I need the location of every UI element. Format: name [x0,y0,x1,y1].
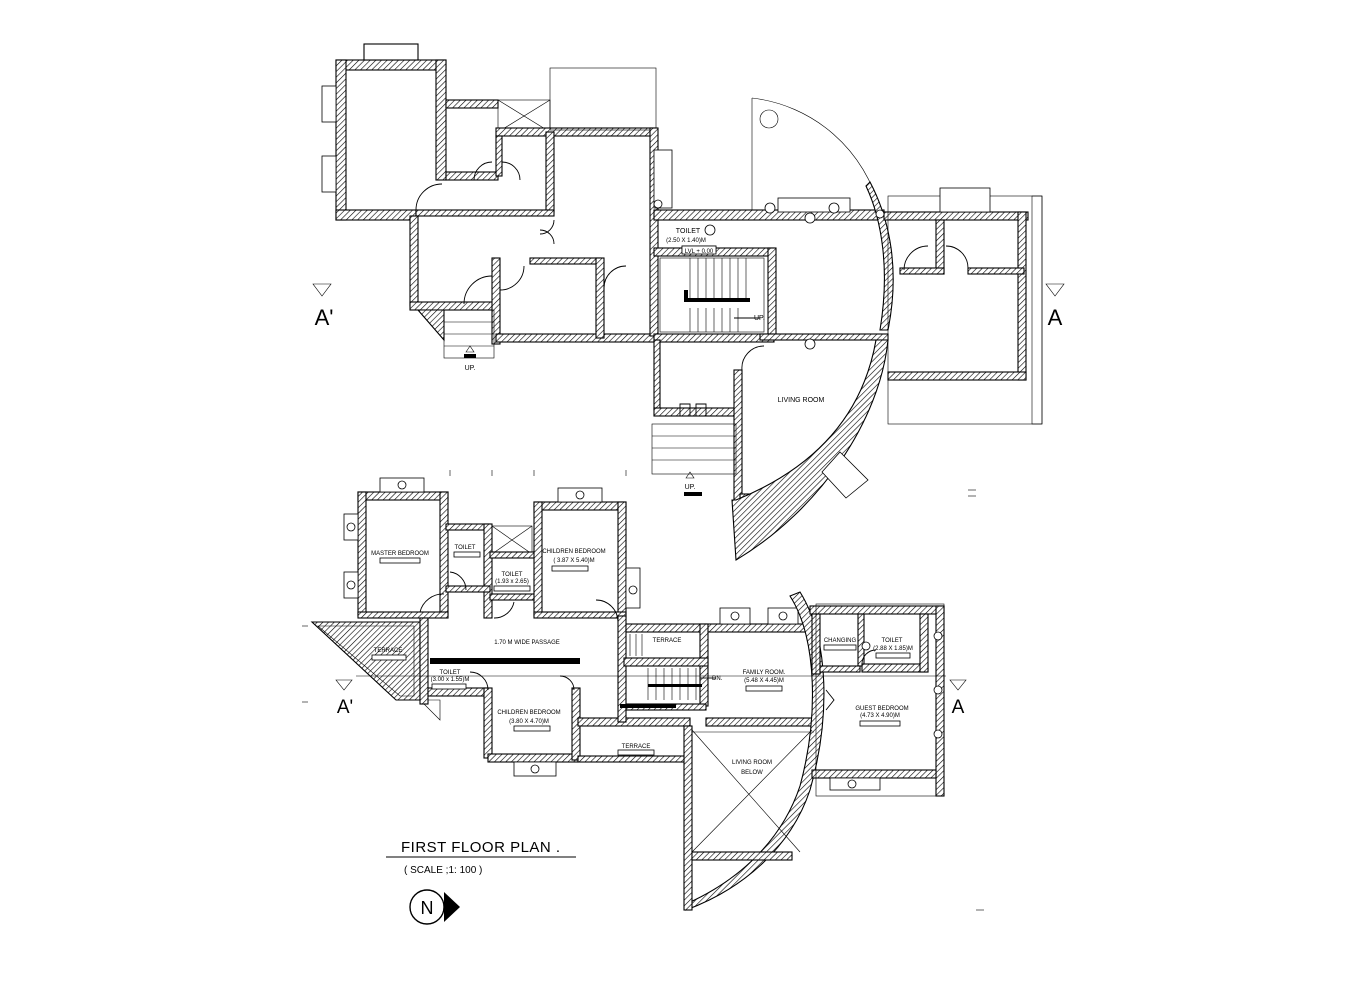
ff-children-bedroom-1: CHILDREN BEDROOM [542,549,605,555]
ff-guest-bedroom: GUEST BEDROOM [855,706,908,712]
ff-family-room-size: (5.48 X 4.45)M [744,678,784,684]
ff-toilet-b-size: (1.93 x 2.65) [495,579,529,585]
ff-toilet-c: TOILET [440,670,461,676]
ground-floor-stair [659,257,765,333]
section-markers: A' A A' A [302,283,1065,911]
plan-title: FIRST FLOOR PLAN . [401,839,561,856]
ff-guest-bedroom-size: (4.73 X 4.90)M [860,713,900,719]
ff-terrace-bottom: TERRACE [622,744,651,750]
first-floor-stair [620,634,716,708]
ff-toilet-c-size: (3.00 x 1.55)M [431,677,470,683]
gf-front-up: UP. [685,484,696,491]
ff-toilet-d: TOILET [882,638,903,644]
gf-entry-up: UP. [465,365,476,372]
gf-toilet-size: (2.50 X 1.40)M [666,238,706,244]
ff-terrace-mid: TERRACE [653,638,682,644]
title-block: FIRST FLOOR PLAN . ( SCALE ;1: 100 ) [386,839,576,876]
section-left-bottom: A' [337,697,353,718]
ff-toilet-b: TOILET [502,572,523,578]
ff-changing: CHANGING [824,638,857,644]
north-label: N [421,898,434,918]
ff-children-bedroom-2-size: (3.80 X 4.70)M [509,719,549,725]
gf-level: LVL + 0.00 [685,249,714,255]
ff-children-bedroom-2: CHILDREN BEDROOM [497,710,560,716]
ff-terrace-left: TERRACE [374,648,403,654]
ff-passage: 1.70 M WIDE PASSAGE [494,640,560,646]
ground-floor-plan: TOILET (2.50 X 1.40)M LVL + 0.00 UP. UP.… [321,43,1043,561]
ff-dn: DN. [712,676,723,682]
plan-scale: ( SCALE ;1: 100 ) [404,865,482,876]
section-right-bottom: A [952,697,965,718]
section-right-top: A [1048,305,1063,330]
gf-stair-up: UP. [754,315,765,322]
ff-living-below-1: LIVING ROOM [732,760,772,766]
ff-living-below-2: BELOW [741,770,763,776]
ff-toilet-d-size: (2.88 X 1.85)M [873,646,913,652]
ff-family-room: FAMILY ROOM. [743,670,786,676]
gf-living-room: LIVING ROOM [778,397,825,404]
ff-master-bedroom: MASTER BEDROOM [371,551,429,557]
section-left-top: A' [315,305,334,330]
first-floor-plan: MASTER BEDROOM TOILET TOILET (1.93 x 2.6… [310,477,945,911]
ff-children-bedroom-1-size: ( 3.87 X 5.40)M [553,558,594,564]
gf-toilet-label: TOILET [676,228,701,235]
ff-toilet-a: TOILET [455,545,476,551]
north-arrow-icon: N [409,889,460,925]
